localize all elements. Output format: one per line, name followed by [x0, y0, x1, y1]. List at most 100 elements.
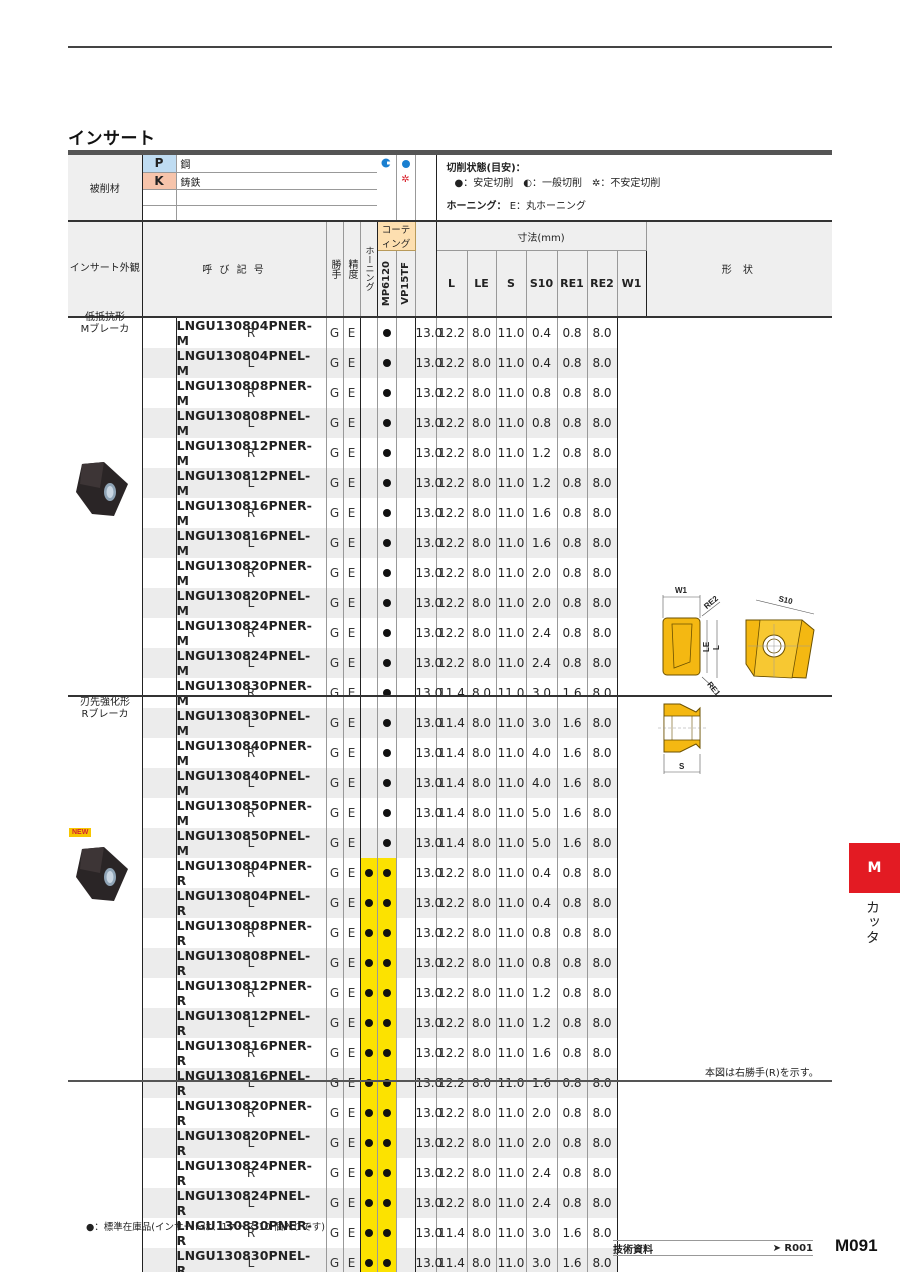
stock-dot-icon: [364, 988, 373, 997]
dim-LE-cell: 11.4: [436, 737, 468, 768]
vp15tf-stock-cell: [377, 767, 397, 798]
designation-cell: LNGU130824PNEL-R: [142, 1187, 310, 1218]
table-row: LNGU130804PNER-M R G E 13.0 12.2 8.0 11.…: [68, 316, 832, 858]
honing-cell: E: [343, 497, 361, 528]
dim-L-cell: 13.0: [415, 1247, 442, 1272]
stock-dot-icon: [382, 748, 391, 757]
vp15tf-stock-cell: [377, 497, 397, 528]
mp6120-stock-cell: [360, 827, 378, 858]
precision-cell: G: [326, 527, 344, 558]
dim-L-cell: 13.0: [415, 767, 442, 798]
dim-S-cell: 8.0: [467, 1127, 497, 1158]
hand-cell: R: [176, 1217, 327, 1248]
dim-RE2-cell: 0.8: [557, 1067, 588, 1098]
dim-W1-cell: 8.0: [587, 497, 618, 528]
dim-S10-cell: 11.0: [496, 467, 527, 498]
dim-RE1-cell: 0.4: [526, 887, 558, 918]
dim-S10-cell: 11.0: [496, 737, 527, 768]
dim-col-RE2: RE2: [587, 250, 618, 318]
mp6120-stock-cell: [360, 677, 378, 708]
dim-RE2-cell: 0.8: [557, 1037, 588, 1068]
dim-W1-cell: 8.0: [587, 917, 618, 948]
stock-dot-icon: [364, 1228, 373, 1237]
tech-reference[interactable]: 技術資料 ➤ R001: [613, 1240, 813, 1256]
dim-LE-cell: 12.2: [436, 316, 468, 348]
precision-cell: G: [326, 557, 344, 588]
dim-S10-cell: 11.0: [496, 587, 527, 618]
dim-RE2-cell: 0.8: [557, 1007, 588, 1038]
dim-S10-cell: 11.0: [496, 377, 527, 408]
precision-cell: G: [326, 407, 344, 438]
table-row: LNGU130816PNER-M R G E 13.0 12.2 8.0 11.…: [68, 497, 832, 528]
designation-cell: LNGU130816PNEL-M: [142, 527, 310, 558]
precision-cell: G: [326, 707, 344, 738]
stock-dot-icon: [382, 1048, 391, 1057]
vp15tf-stock-cell: [377, 1007, 397, 1038]
designation-cell: LNGU130840PNER-M: [142, 737, 312, 768]
material-p-code: P: [142, 155, 177, 173]
mp6120-stock-cell: [360, 467, 378, 498]
dim-S10-cell: 11.0: [496, 767, 527, 798]
hand-cell: R: [176, 497, 327, 528]
honing-cell: E: [343, 527, 361, 558]
dim-RE1-cell: 3.0: [526, 1217, 558, 1248]
group-label-r-breaker: 刃先強化形 Rブレーカ: [80, 697, 130, 720]
vp15tf-stock-cell: [377, 407, 397, 438]
precision-cell: G: [326, 587, 344, 618]
honing-cell: E: [343, 1007, 361, 1038]
dim-L-cell: 13.0: [415, 707, 442, 738]
dim-RE1-cell: 5.0: [526, 797, 558, 828]
table-row: LNGU130816PNEL-R L G E 13.0 12.2 8.0 11.…: [68, 1067, 832, 1098]
dim-RE2-cell: 0.8: [557, 557, 588, 588]
mp6120-stock-cell: [360, 407, 378, 438]
dim-W1-cell: 8.0: [587, 737, 618, 768]
precision-cell: G: [326, 977, 344, 1008]
dim-S-cell: 8.0: [467, 947, 497, 978]
dim-LE-cell: 11.4: [436, 767, 468, 798]
label-L: L: [712, 645, 721, 650]
dim-RE2-cell: 0.8: [557, 947, 588, 978]
section-tab-m[interactable]: M: [849, 843, 900, 893]
mp6120-stock-cell: [360, 977, 378, 1008]
dim-S-cell: 8.0: [467, 707, 497, 738]
coating-header: コーティング: [376, 220, 416, 251]
dim-S10-cell: 11.0: [496, 857, 527, 888]
dim-LE-cell: 12.2: [436, 857, 468, 888]
precision-cell: G: [326, 947, 344, 978]
dim-S10-cell: 11.0: [496, 647, 527, 678]
dim-S-cell: 8.0: [467, 617, 497, 648]
hand-cell: L: [176, 767, 327, 798]
dim-S-cell: 8.0: [467, 737, 497, 768]
mp6120-stock-cell: [360, 527, 378, 558]
dim-W1-cell: 8.0: [587, 316, 618, 348]
dim-W1-cell: 8.0: [587, 827, 618, 858]
dim-S10-cell: 11.0: [496, 797, 527, 828]
table-row: LNGU130804PNEL-M L G E 13.0 12.2 8.0 11.…: [68, 347, 832, 378]
tech-ref-page-link[interactable]: ➤ R001: [772, 1242, 813, 1254]
dim-RE2-cell: 0.8: [557, 467, 588, 498]
dim-RE1-cell: 1.2: [526, 977, 558, 1008]
designation-cell: LNGU130804PNER-R: [142, 857, 312, 888]
material-k-name: 鋳鉄: [176, 172, 377, 191]
honing-cell: E: [343, 977, 361, 1008]
mp6120-stock-cell: [360, 617, 378, 648]
hand-cell: L: [176, 467, 327, 498]
dim-W1-cell: 8.0: [587, 707, 618, 738]
stock-dot-icon: [382, 658, 391, 667]
table-row: LNGU130830PNEL-R L G E 13.0 11.4 8.0 11.…: [68, 1247, 832, 1272]
dim-W1-cell: 8.0: [587, 887, 618, 918]
stock-dot-icon: [364, 898, 373, 907]
dim-RE1-cell: 1.6: [526, 1037, 558, 1068]
stock-dot-icon: [382, 1018, 391, 1027]
hand-cell: L: [176, 347, 327, 378]
vp15tf-stock-cell: [377, 1037, 397, 1068]
honing-cell: E: [343, 707, 361, 738]
dim-W1-cell: 8.0: [587, 1187, 618, 1218]
stock-dot-icon: [364, 1198, 373, 1207]
dim-LE-cell: 12.2: [436, 1037, 468, 1068]
dim-RE1-cell: 0.4: [526, 347, 558, 378]
stock-dot-icon: [382, 358, 391, 367]
vp15tf-stock-cell: [377, 377, 397, 408]
dim-RE2-cell: 1.6: [557, 1217, 588, 1248]
dim-RE2-cell: 0.8: [557, 1157, 588, 1188]
